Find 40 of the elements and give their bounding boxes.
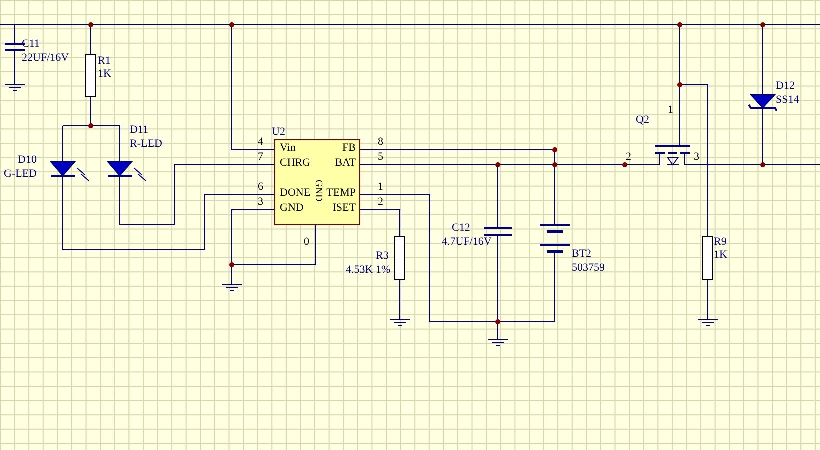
component-designator: R1 — [98, 55, 111, 67]
pin-name: GND — [312, 180, 324, 202]
pin-number: 1 — [378, 181, 384, 193]
component-designator: D12 — [776, 80, 795, 92]
component-value: R-LED — [130, 138, 162, 150]
pin-name: DONE — [280, 187, 311, 199]
pin-name: FB — [342, 142, 356, 154]
component-value: 503759 — [572, 262, 605, 274]
pin-number: 0 — [304, 236, 310, 248]
component-value: 4.7UF/16V — [442, 236, 492, 248]
pin-number: 1 — [668, 104, 674, 116]
component-value: 4.53K 1% — [346, 264, 391, 276]
component-value: 1K — [98, 68, 112, 80]
component-designator: D11 — [130, 124, 149, 136]
component-value: 1K — [714, 249, 728, 261]
component-designator: R9 — [714, 236, 727, 248]
component-value: 22UF/16V — [22, 52, 70, 64]
pin-number: 3 — [258, 196, 264, 208]
pin-name: GND — [280, 202, 304, 214]
component-designator: C12 — [452, 222, 470, 234]
pin-name: ISET — [332, 202, 356, 214]
component-value: G-LED — [4, 168, 37, 180]
pin-number: 2 — [626, 151, 632, 163]
pin-name: TEMP — [326, 187, 356, 199]
pin-name: Vin — [280, 142, 296, 154]
pin-number: 8 — [378, 136, 384, 148]
component-designator: R3 — [376, 250, 389, 262]
pin-number: 6 — [258, 181, 264, 193]
pin-number: 5 — [378, 151, 384, 163]
pin-number: 4 — [258, 136, 264, 148]
component-value: SS14 — [776, 94, 800, 106]
component-designator: U2 — [272, 126, 286, 138]
pin-number: 2 — [378, 196, 384, 208]
pin-name: BAT — [335, 157, 356, 169]
component-designator: Q2 — [636, 114, 650, 126]
pin-number: 3 — [694, 151, 700, 163]
pin-name: CHRG — [280, 157, 311, 169]
component-designator: D10 — [18, 154, 37, 166]
pin-number: 7 — [258, 151, 264, 163]
component-designator: BT2 — [572, 248, 592, 260]
